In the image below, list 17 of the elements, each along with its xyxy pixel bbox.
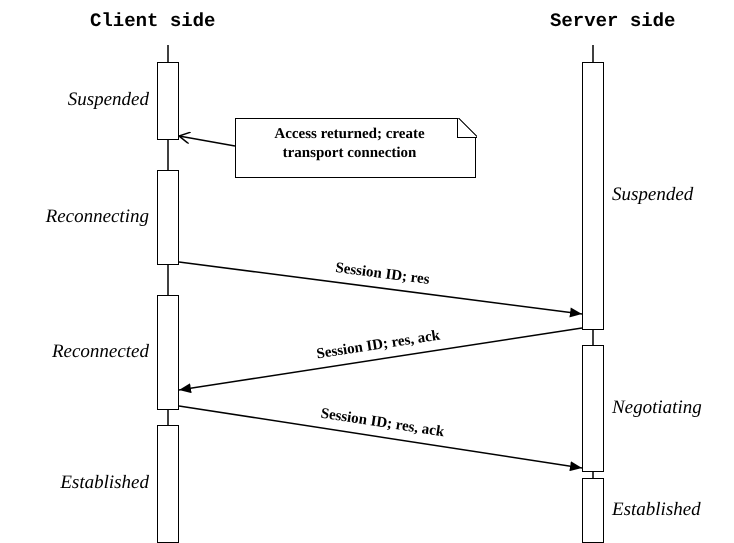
edge-label: Session ID; res, ack [315, 327, 442, 364]
column-heading: Server side [550, 10, 676, 32]
state-label: Negotiating [612, 396, 702, 418]
edge-label: Session ID; res [334, 260, 430, 289]
column-heading: Client side [90, 10, 216, 32]
state-label: Reconnecting [46, 206, 149, 228]
state-label: Suspended [68, 89, 149, 111]
state-label: Reconnected [52, 340, 149, 362]
note-box: Access returned; create transport connection [235, 118, 476, 178]
edge-label: Session ID; res, ack [320, 405, 446, 442]
state-label: Suspended [612, 184, 694, 206]
message-arrow [178, 327, 582, 394]
state-label: Established [60, 472, 149, 494]
state-label: Established [612, 498, 701, 520]
message-arrow [178, 261, 582, 318]
message-arrow [178, 405, 582, 472]
arrow [178, 131, 236, 147]
